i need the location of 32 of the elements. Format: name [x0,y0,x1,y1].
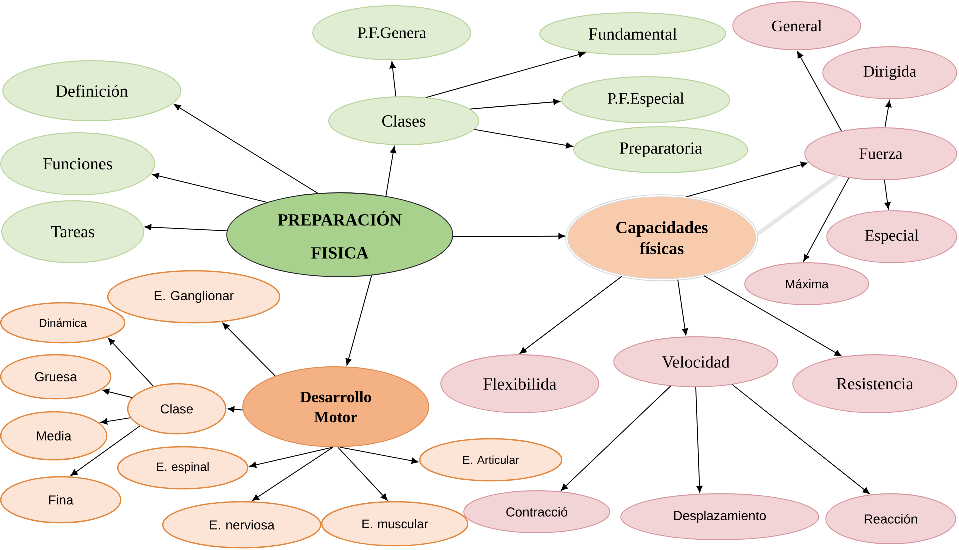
arrow [222,322,276,377]
arrow [144,224,228,232]
arrow [452,233,566,240]
arrow [732,384,870,494]
arrow [470,99,561,110]
arrow [696,387,703,493]
arrow [100,418,131,425]
arrow [340,447,419,464]
arrow [390,62,397,98]
arrow [520,276,623,354]
arrow [102,388,133,398]
arrow [804,178,850,262]
arrow [426,52,586,98]
arrow [250,447,334,468]
arrow [174,104,318,194]
arrow [152,173,268,203]
arrow [797,51,842,132]
arrow [686,162,808,198]
arrow [678,279,688,336]
arrow [561,386,672,492]
arrow [252,447,334,502]
arrow [386,146,396,197]
arrow [338,447,388,501]
arrow [704,276,842,357]
arrow [228,406,244,413]
arrow [474,129,574,149]
arrow [70,426,141,476]
arrow [884,180,891,210]
connector-line [756,174,840,236]
arrow [108,338,154,387]
arrow [884,100,892,128]
arrow [346,275,372,366]
